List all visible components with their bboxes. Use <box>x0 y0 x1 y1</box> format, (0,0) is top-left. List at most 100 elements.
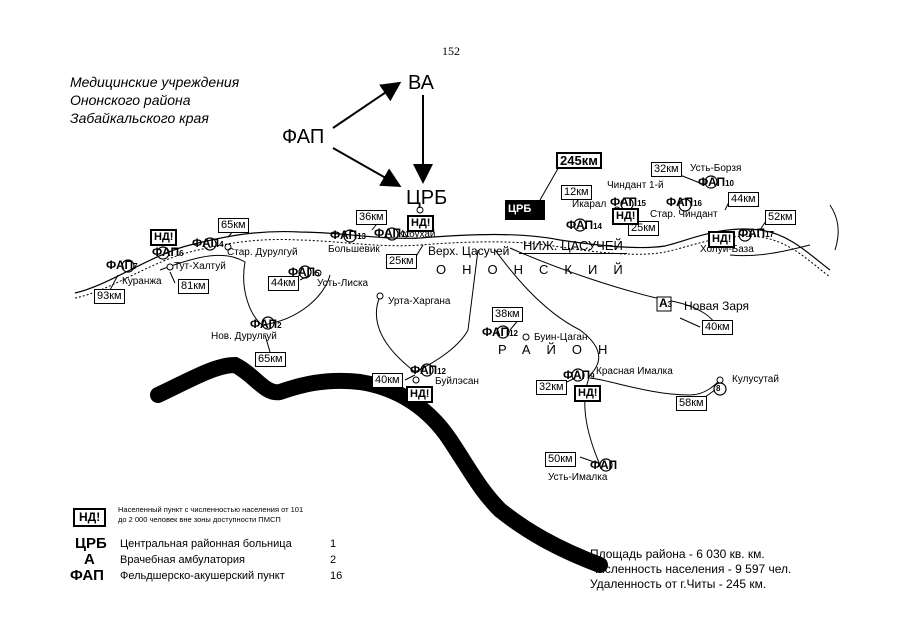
settlement-star-durulguy: Стар. Дурулгуй <box>227 247 298 258</box>
fap-marker-label: 8 <box>716 380 720 394</box>
rayon-letter: Н <box>597 342 624 357</box>
settlement-bolshevik: Большевик <box>328 244 380 255</box>
onon-letter: О <box>487 262 514 277</box>
legend-fap-count: 16 <box>330 570 343 582</box>
legend-nd-symbol: НД! <box>73 508 107 527</box>
crb-building-icon <box>505 200 545 220</box>
distance-box: 32км <box>536 380 567 395</box>
fap-number: 6 <box>179 249 184 258</box>
fap-marker-label: ФАП <box>590 458 618 472</box>
fap-text: ФАП <box>152 245 180 259</box>
distance-box: 32км <box>651 162 682 177</box>
crb-map-label: ЦРБ <box>508 203 532 215</box>
legend-a-name: Врачебная амбулатория <box>120 554 245 566</box>
distance-box: 81км <box>178 279 209 294</box>
rayon-letter: О <box>571 342 598 357</box>
legend-nd-text: Населенный пункт с численностью населени… <box>118 505 303 525</box>
fap-text: ФАП <box>738 226 766 240</box>
ambulatory-marker <box>656 296 672 312</box>
settlement-buin-tsagan: Буин-Цаган <box>534 332 588 343</box>
settlement-novaya-zarya: Новая Заря <box>684 299 750 313</box>
distance-box: 65км <box>218 218 249 233</box>
onon-label: ОНОНСКИЙ <box>436 262 639 277</box>
nd-flag: НД! <box>407 215 435 232</box>
fap-marker-label: ФАП7 <box>106 258 138 272</box>
settlement-urta-khargana: Урта-Харгана <box>388 296 451 307</box>
fap-marker-label: ФАП9 <box>563 368 595 382</box>
fap-number: 7 <box>133 262 138 271</box>
fap-number: 10 <box>725 179 734 188</box>
fap-markers <box>121 175 752 472</box>
fap-marker-label: ФАП2 <box>250 317 282 331</box>
fap-text: ФАП <box>698 175 726 189</box>
settlement-nov-durulguy: Нов. Дурулгуй <box>211 331 277 342</box>
settlement-star-chindant: Стар. Чиндант <box>650 209 718 220</box>
distance-box: 65км <box>255 352 286 367</box>
page-number: 152 <box>442 44 460 58</box>
fap-marker-label: ФАП12 <box>482 325 518 339</box>
fap-marker-label: ФАП15 <box>610 195 646 209</box>
legend-fap-name: Фельдшерско-акушерский пункт <box>120 570 285 582</box>
nd-flag: НД! <box>708 231 736 248</box>
distance-box: 38км <box>492 307 523 322</box>
settlement-nizh-tsasuchey: НИЖ. ЦАСУЧЕЙ <box>519 238 627 254</box>
legend-crb-name: Центральная районная больница <box>120 538 292 550</box>
title-line-1: Медицинские учреждения <box>70 74 240 90</box>
scheme-arrows <box>332 81 433 187</box>
settlement-kholuy-baza: Холуй-База <box>700 244 754 255</box>
nd-flag: НД! <box>406 386 434 403</box>
amb-text: А <box>659 296 668 310</box>
fap-number: 12 <box>509 329 518 338</box>
rayon-letter: А <box>521 342 547 357</box>
rayon-letter: Й <box>546 342 572 357</box>
fap-marker-label: ФАП5 <box>288 265 320 279</box>
nd-flag: НД! <box>150 229 178 246</box>
onon-letter: О <box>436 262 463 277</box>
fap-text: ФАП <box>610 195 638 209</box>
distance-box: 40км <box>702 320 733 335</box>
scheme-crb: ЦРБ <box>406 187 448 209</box>
fap-marker-label: ФАП13 <box>330 228 366 242</box>
fap-marker-label: ФАП17 <box>738 226 774 240</box>
onon-letter: И <box>588 262 614 277</box>
fap-marker-label: ФАП14 <box>566 218 602 232</box>
settlement-kuranzha: Куранжа <box>122 276 162 287</box>
distance-box: 12км <box>561 185 592 200</box>
distance-box: 44км <box>268 276 299 291</box>
rayon-letter: Р <box>498 342 522 357</box>
onon-letter: Й <box>613 262 639 277</box>
distance-box: 50км <box>545 452 576 467</box>
fap-marker-label: ФАП11 <box>374 226 410 240</box>
legend-crb-abbr: ЦРБ <box>75 535 107 552</box>
distance-box: 245км <box>556 152 602 169</box>
fap-number: 2 <box>277 321 282 330</box>
region-border <box>150 356 608 573</box>
fap-marker-label: ФАП12 <box>410 363 446 377</box>
title-line-3: Забайкальского края <box>70 110 209 126</box>
distance-box: 36км <box>356 210 387 225</box>
onon-letter: С <box>539 262 565 277</box>
amb-number: 3 <box>667 300 673 309</box>
legend-a-abbr: А <box>84 551 95 568</box>
fap-text: ФАП <box>666 195 694 209</box>
distance-box: 52км <box>765 210 796 225</box>
onon-letter: Н <box>513 262 540 277</box>
nd-flag: НД! <box>574 385 602 402</box>
fap-number: 14 <box>593 222 602 231</box>
fap-number: 13 <box>357 232 366 241</box>
district-stats: Площадь района - 6 030 кв. км. Численнос… <box>590 547 791 592</box>
legend-a-count: 2 <box>330 554 337 566</box>
legend-nd-line1: Населенный пункт с численностью населени… <box>118 505 304 514</box>
settlement-buylesan: Буйлэсан <box>435 376 479 387</box>
fap-text: ФАП <box>566 218 594 232</box>
nd-flag: НД! <box>612 208 640 225</box>
stat-distance: Удаленность от г.Читы - 245 км. <box>590 577 767 591</box>
onon-letter: К <box>564 262 588 277</box>
fap-number: 12 <box>437 367 446 376</box>
settlement-ust-borzya: Усть-Борзя <box>690 163 742 174</box>
stat-population: Численность населения - 9 597 чел. <box>590 562 792 576</box>
title-line-2: Ононского района <box>70 92 191 108</box>
onon-letter: Н <box>462 262 488 277</box>
fap-number: 9 <box>590 372 595 381</box>
scheme-fap: ФАП <box>282 126 325 148</box>
